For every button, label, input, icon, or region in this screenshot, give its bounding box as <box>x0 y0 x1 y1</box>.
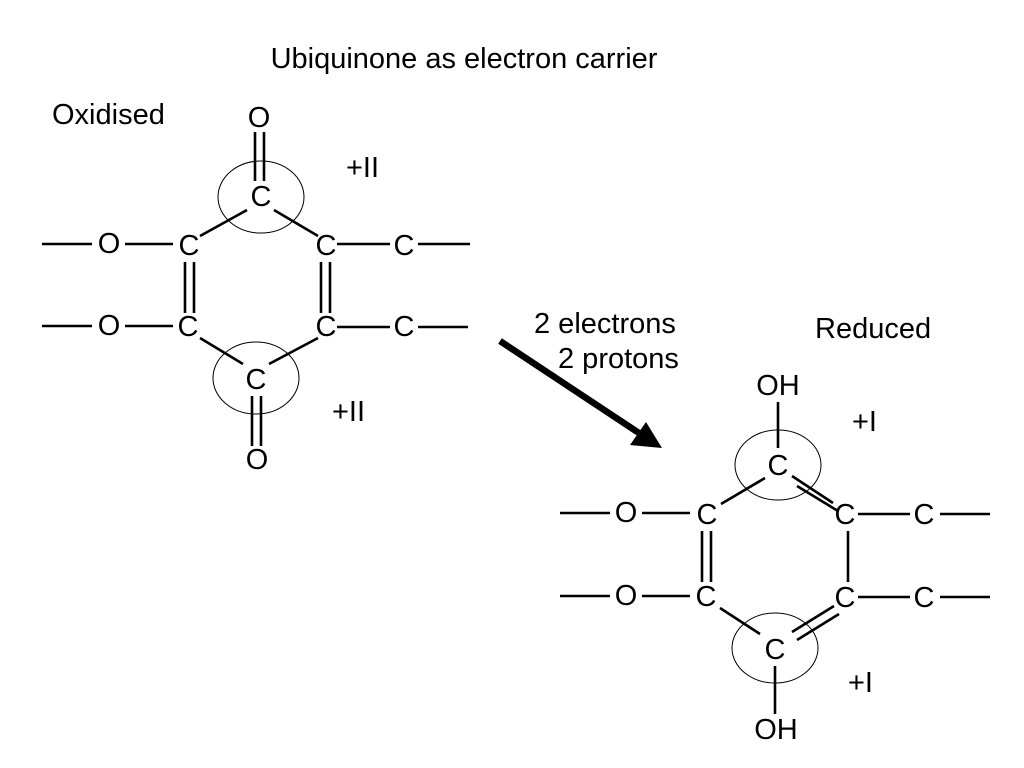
oxidised-atom-c-top: C <box>251 181 272 213</box>
oxidised-atom-c-right1: C <box>316 230 337 262</box>
reduced-atom-oh-bottom: OH <box>754 714 798 746</box>
diagram-title: Ubiquinone as electron carrier <box>271 43 658 75</box>
reduced-label: Reduced <box>815 313 931 345</box>
reduced-molecule: OH C O C C C O C C C C OH <box>560 370 990 746</box>
reduced-atom-c-right2: C <box>835 582 856 614</box>
reduced-charge-bottom: +I <box>848 667 873 699</box>
reduced-atom-c-right1: C <box>835 499 856 531</box>
oxidised-atom-c-left1: C <box>179 230 200 262</box>
oxidised-charge-bottom: +II <box>332 396 365 428</box>
oxidised-label: Oxidised <box>52 99 165 131</box>
reduced-atom-c-side2: C <box>914 582 935 614</box>
reaction-arrow <box>498 338 662 448</box>
oxidised-atom-o-bottom: O <box>246 444 269 476</box>
reduced-atom-o-left2: O <box>615 580 638 612</box>
oxidised-charge-top: +II <box>346 152 379 184</box>
reduced-atom-c-left1: C <box>697 499 718 531</box>
reduced-atom-oh-top: OH <box>756 370 800 402</box>
oxidised-atom-o-left1: O <box>98 228 121 260</box>
reduced-atom-c-top: C <box>768 450 789 482</box>
reduced-atom-c-bottom: C <box>765 634 786 666</box>
oxidised-atom-o-left2: O <box>98 310 121 342</box>
oxidised-atom-c-side1: C <box>394 230 415 262</box>
oxidised-atom-c-side2: C <box>394 311 415 343</box>
oxidised-atom-o-top: O <box>248 102 271 134</box>
oxidised-atom-c-right2: C <box>316 311 337 343</box>
reduced-atom-o-left1: O <box>615 497 638 529</box>
oxidised-highlight-top <box>217 160 305 234</box>
oxidised-molecule: O C O C C C O C C C C O <box>42 102 470 476</box>
oxidised-highlight-bottom <box>212 341 300 415</box>
oxidised-atom-c-left2: C <box>178 311 199 343</box>
reaction-label-protons: 2 protons <box>558 343 679 375</box>
reduced-atom-c-side1: C <box>914 499 935 531</box>
reduced-atom-c-left2: C <box>696 581 717 613</box>
oxidised-atom-c-bottom: C <box>246 364 267 396</box>
reaction-label-electrons: 2 electrons <box>534 308 676 340</box>
reduced-charge-top: +I <box>852 406 877 438</box>
